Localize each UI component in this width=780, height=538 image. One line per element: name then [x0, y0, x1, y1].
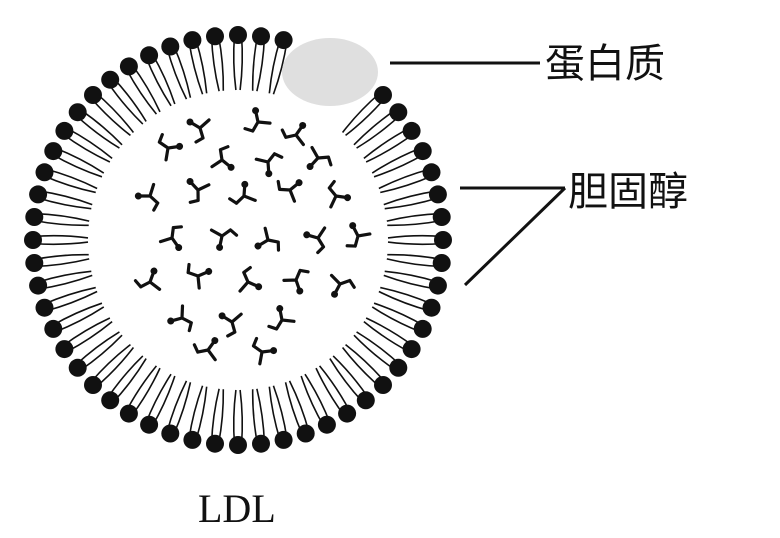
cholesterol-molecule: [255, 147, 287, 179]
phospholipid-head: [297, 425, 315, 443]
phospholipid-head: [252, 27, 270, 45]
phospholipid-head: [423, 299, 441, 317]
phospholipid-head: [206, 27, 224, 45]
phospholipid-head: [69, 103, 87, 121]
cholesterol-molecule: [237, 266, 262, 292]
cholesterol-molecule: [187, 119, 210, 143]
phospholipid-head: [29, 277, 47, 295]
cholesterol-leader-line-lower: [465, 188, 565, 285]
cholesterol-molecule: [225, 180, 256, 211]
phospholipid-head: [423, 163, 441, 181]
phospholipid-head: [55, 122, 73, 140]
cholesterol-molecule: [281, 121, 306, 145]
cholesterol-molecule: [181, 257, 213, 289]
cholesterol-molecule: [253, 228, 284, 259]
phospholipid-head: [101, 391, 119, 409]
phospholipid-head: [25, 208, 43, 226]
phospholipid-head: [140, 46, 158, 64]
phospholipid-head: [120, 405, 138, 423]
cholesterol-molecule: [246, 333, 278, 365]
phospholipid-head: [403, 122, 421, 140]
phospholipid-head: [24, 231, 42, 249]
phospholipid-head: [252, 435, 270, 453]
phospholipid-head: [101, 71, 119, 89]
cholesterol-molecule: [263, 304, 296, 336]
cholesterol-molecule: [181, 177, 209, 206]
phospholipid-head: [433, 254, 451, 272]
phospholipid-head: [84, 86, 102, 104]
cholesterol-molecule: [330, 274, 355, 298]
cholesterol-molecule: [134, 267, 161, 294]
ldl-caption: LDL: [198, 486, 276, 531]
cholesterol-molecule: [239, 106, 272, 138]
cholesterol-molecule: [303, 226, 331, 255]
ldl-particle: [24, 26, 452, 454]
phospholipid-head: [44, 142, 62, 160]
phospholipid-head: [318, 416, 336, 434]
leader-lines: [390, 63, 565, 285]
phospholipid-head: [140, 416, 158, 434]
phospholipid-head: [25, 254, 43, 272]
phospholipid-head: [389, 359, 407, 377]
cholesterol-label: 胆固醇: [568, 169, 688, 215]
phospholipid-head: [275, 431, 293, 449]
protein-label: 蛋白质: [545, 41, 665, 87]
phospholipid-head: [374, 86, 392, 104]
phospholipid-head: [229, 26, 247, 44]
cholesterol-molecule: [166, 305, 199, 338]
phospholipid-head: [161, 425, 179, 443]
phospholipid-head: [403, 340, 421, 358]
phospholipid-head: [29, 185, 47, 203]
cholesterol-molecule: [210, 223, 240, 252]
phospholipid-head: [414, 320, 432, 338]
phospholipid-head: [183, 431, 201, 449]
cholesterol-molecule: [212, 145, 238, 171]
phospholipid-head: [69, 359, 87, 377]
cholesterol-molecule: [160, 222, 190, 253]
phospholipid-head: [433, 208, 451, 226]
phospholipid-head: [434, 231, 452, 249]
phospholipid-head: [183, 31, 201, 49]
phospholipid-head: [120, 57, 138, 75]
phospholipid-head: [414, 142, 432, 160]
cholesterol-molecule: [134, 183, 165, 215]
phospholipid-head: [36, 299, 54, 317]
phospholipid-heads: [24, 26, 452, 454]
phospholipid-head: [338, 405, 356, 423]
cholesterol-molecule: [193, 335, 218, 359]
phospholipid-head: [36, 163, 54, 181]
phospholipid-head: [55, 340, 73, 358]
phospholipid-head: [429, 277, 447, 295]
phospholipid-head: [275, 31, 293, 49]
phospholipid-head: [357, 391, 375, 409]
cholesterol-molecule: [306, 147, 334, 174]
cholesterol-molecule: [322, 178, 352, 208]
phospholipid-head: [44, 320, 62, 338]
cholesterol-molecule: [152, 129, 184, 161]
phospholipid-head: [229, 436, 247, 454]
phospholipid-head: [389, 103, 407, 121]
cholesterol-core: [134, 106, 371, 365]
cholesterol-molecule: [339, 221, 371, 253]
cholesterol-molecule: [218, 312, 241, 336]
phospholipid-head: [206, 435, 224, 453]
protein-blob: [282, 38, 378, 106]
phospholipid-head: [429, 185, 447, 203]
cholesterol-molecule: [274, 173, 304, 202]
phospholipid-head: [161, 38, 179, 56]
cholesterol-molecule: [283, 263, 315, 295]
phospholipid-head: [84, 376, 102, 394]
phospholipid-head: [374, 376, 392, 394]
